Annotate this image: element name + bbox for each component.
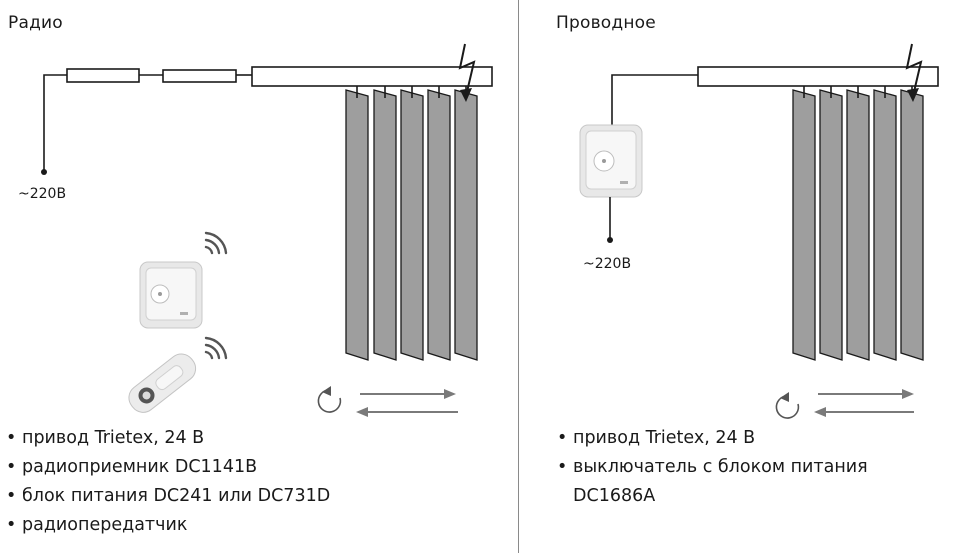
blind-slat [400, 89, 424, 361]
blind-slat [345, 89, 369, 361]
radio-diagram [41, 43, 493, 417]
move-arrows [814, 389, 914, 417]
list-item: привод Trietex, 24 В [6, 424, 330, 453]
radio-title: Радио [8, 13, 63, 33]
vertical-blinds [345, 86, 478, 361]
blind-slat [819, 89, 843, 361]
wall-switch-icon [139, 261, 203, 329]
power-wire [43, 74, 67, 170]
remote-control-icon [128, 353, 197, 413]
blind-slat [873, 89, 897, 361]
wired-diagram [579, 43, 939, 419]
move-arrows [356, 389, 458, 417]
wall-switch-icon [579, 124, 643, 198]
panel-divider [518, 0, 519, 553]
blind-slat [900, 89, 924, 361]
radio-panel: Радио ~220В привод Trietex, 24 В радиопр… [0, 0, 518, 553]
list-item: привод Trietex, 24 В [557, 424, 868, 453]
list-item: радиопередатчик [6, 511, 330, 540]
rotate-icon [775, 392, 800, 419]
blind-slat [792, 89, 816, 361]
curtain-rail [251, 66, 493, 87]
lightning-icon [458, 43, 476, 102]
power-supply-block [66, 68, 140, 83]
lightning-icon [905, 43, 923, 102]
wire-terminal [41, 169, 47, 175]
blind-slat [373, 89, 397, 361]
radio-components-list: привод Trietex, 24 В радиоприемник DC114… [6, 424, 330, 540]
list-item: выключатель с блоком питания [557, 453, 868, 482]
list-item: блок питания DC241 или DC731D [6, 482, 330, 511]
wired-components-list: привод Trietex, 24 В выключатель с блоко… [557, 424, 868, 511]
voltage-label: ~220В [18, 186, 67, 202]
voltage-label: ~220В [583, 256, 632, 272]
wireless-signal-icon [204, 336, 228, 360]
wire-terminal [607, 237, 613, 243]
curtain-rail [697, 66, 939, 87]
wired-title: Проводное [556, 13, 656, 33]
control-wire [611, 74, 698, 128]
list-item: радиоприемник DC1141В [6, 453, 330, 482]
list-item: DC1686A [573, 486, 656, 506]
vertical-blinds [792, 86, 924, 361]
blind-slat [454, 89, 478, 361]
blind-slat [427, 89, 451, 361]
radio-receiver-block [162, 69, 237, 83]
wired-panel: Проводное ~220В привод Trietex, 24 В вык… [519, 0, 961, 553]
rotate-icon [317, 386, 342, 413]
wireless-signal-icon [204, 231, 228, 255]
blind-slat [846, 89, 870, 361]
